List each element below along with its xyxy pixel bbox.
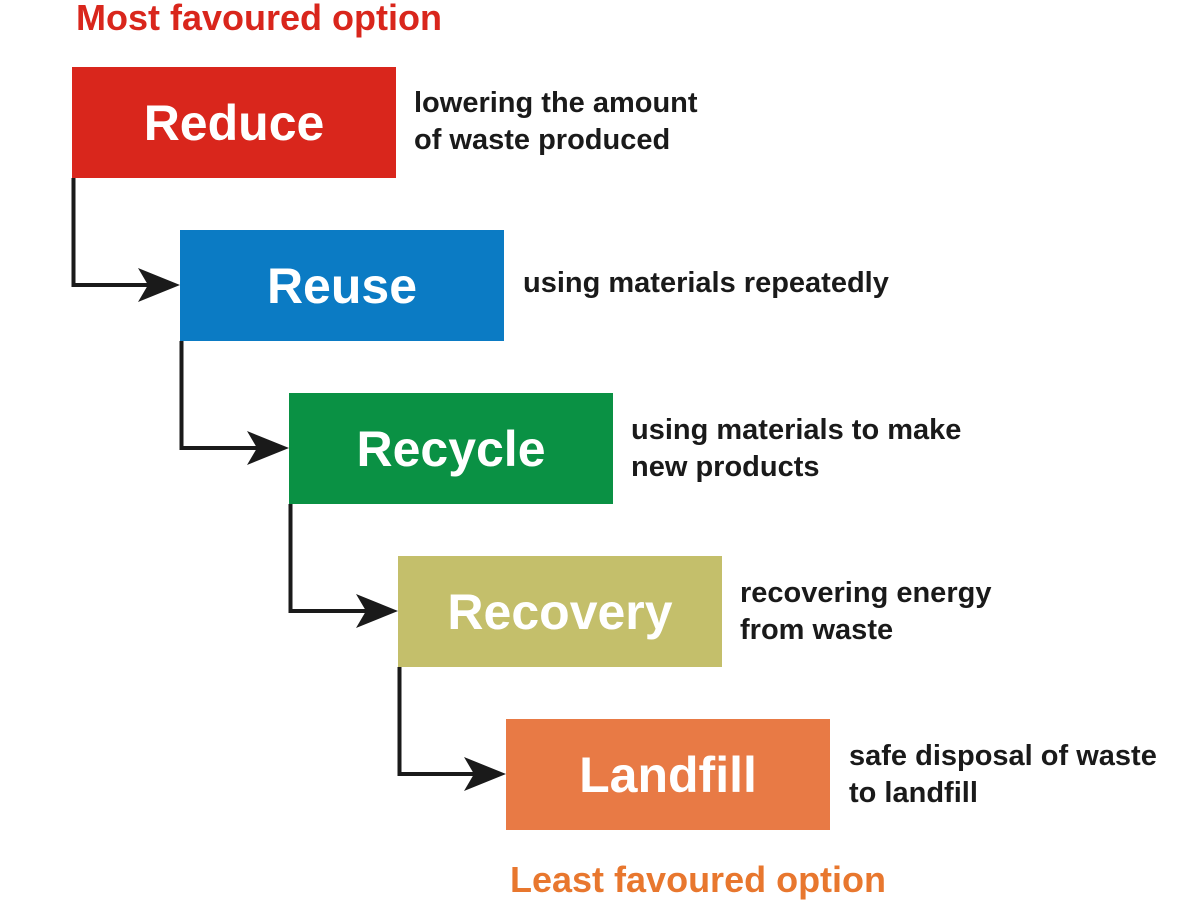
- arrow-head: [356, 594, 398, 628]
- arrow-connector: [71, 178, 150, 287]
- desc-recovery: recovering energy from waste: [740, 577, 992, 646]
- desc-recycle: using materials to make new products: [631, 414, 962, 483]
- desc-landfill: safe disposal of waste to landfill: [849, 740, 1157, 809]
- step-reuse: Reuse: [180, 230, 504, 341]
- arrow-connector: [179, 341, 259, 450]
- arrow-connector: [288, 504, 368, 613]
- arrow-head: [138, 268, 180, 302]
- step-recycle: Recycle: [289, 393, 613, 504]
- least-favoured-heading: Least favoured option: [510, 859, 887, 900]
- most-favoured-heading: Most favoured option: [76, 0, 442, 38]
- desc-reduce: lowering the amount of waste produced: [414, 87, 698, 156]
- step-landfill: Landfill: [506, 719, 830, 830]
- arrow-head: [247, 431, 289, 465]
- arrow-head: [464, 757, 506, 791]
- desc-reuse: using materials repeatedly: [523, 267, 889, 299]
- step-recovery: Recovery: [398, 556, 722, 667]
- step-reduce: Reduce: [72, 67, 396, 178]
- arrow-connector: [397, 667, 476, 776]
